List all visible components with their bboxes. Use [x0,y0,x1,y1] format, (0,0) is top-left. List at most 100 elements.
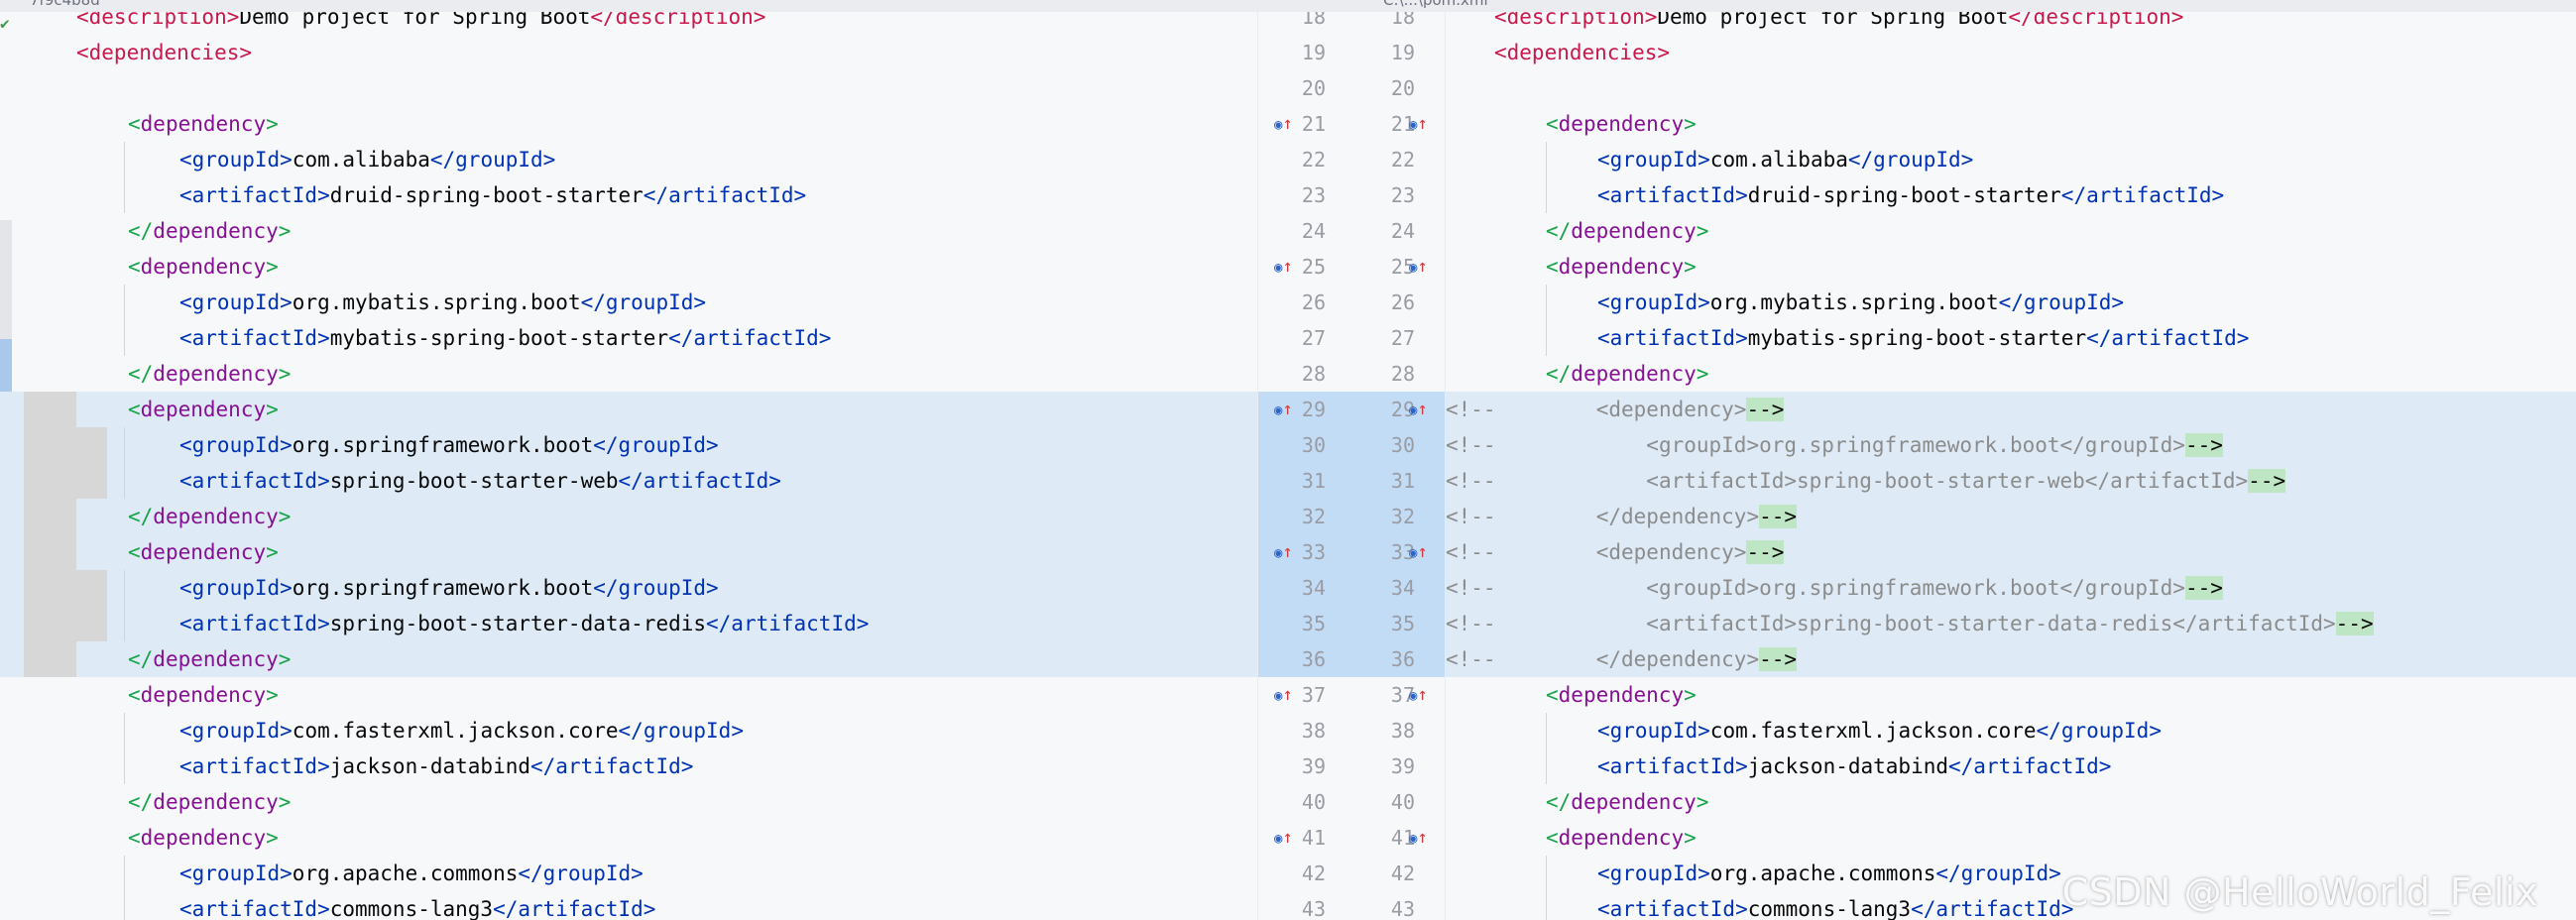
change-marker-icon[interactable]: ◉↑ [1274,685,1293,705]
right-code-line[interactable]: <dependency> [1446,249,2576,285]
right-code-line[interactable]: <dependencies> [1446,35,2576,70]
left-code-line[interactable]: </dependency> [0,499,1257,534]
left-code-line[interactable]: <artifactId>commons-lang3</artifactId> [0,891,1257,920]
right-code-line[interactable]: <!-- <dependency>--> [1446,534,2576,570]
right-code-line[interactable]: <!-- </dependency>--> [1446,641,2576,677]
right-code-line[interactable]: <!-- <artifactId>spring-boot-starter-dat… [1446,606,2576,641]
left-code-line[interactable]: <artifactId>jackson-databind</artifactId… [0,748,1257,784]
code-token: </ [1546,362,1572,386]
code-token: <artifactId> [179,183,330,207]
left-line-number: 25 [1301,255,1326,279]
right-code-line[interactable]: <artifactId>druid-spring-boot-starter</a… [1446,177,2576,213]
right-file-label[interactable]: C:\...\pom.xml [1383,0,1488,9]
right-code-line[interactable]: <dependency> [1446,820,2576,856]
left-code-text: </dependency> [128,356,291,392]
left-code-line[interactable]: <dependency> [0,392,1257,427]
left-code-text: <artifactId>commons-lang3</artifactId> [179,891,655,920]
change-marker-icon[interactable]: ◉↑ [1409,400,1428,419]
left-line-number: 24 [1301,219,1326,243]
left-code-line[interactable]: </dependency> [0,784,1257,820]
right-code-line[interactable]: <dependency> [1446,106,2576,142]
code-token: <artifactId> [179,612,330,635]
right-code-text: <artifactId>druid-spring-boot-starter</a… [1597,177,2224,213]
left-code-line[interactable]: <groupId>com.fasterxml.jackson.core</gro… [0,713,1257,748]
left-code-line[interactable]: <groupId>org.mybatis.spring.boot</groupI… [0,285,1257,320]
change-marker-icon[interactable]: ◉↑ [1409,828,1428,848]
left-code-line[interactable]: <artifactId>druid-spring-boot-starter</a… [0,177,1257,213]
code-token: dependency [1571,362,1697,386]
left-line-number: 19 [1301,41,1326,64]
change-marker-icon[interactable]: ◉↑ [1274,828,1293,848]
code-token: <dependency> [1495,398,1747,421]
change-marker-icon[interactable]: ◉↑ [1409,257,1428,277]
code-token: <dependencies> [1494,41,1671,64]
left-code-line[interactable]: <artifactId>spring-boot-starter-web</art… [0,463,1257,499]
left-code-text: <groupId>org.apache.commons</groupId> [179,856,644,891]
indent-guide [124,285,125,356]
code-token: <groupId> [179,576,293,600]
left-code-line[interactable]: </dependency> [0,641,1257,677]
right-code-line[interactable]: <artifactId>commons-lang3</artifactId> [1446,891,2576,920]
right-code-line[interactable]: <!-- <artifactId>spring-boot-starter-web… [1446,463,2576,499]
change-marker-icon[interactable]: ◉↑ [1409,542,1428,562]
left-code-line[interactable]: </dependency> [0,213,1257,249]
change-marker-icon[interactable]: ◉↑ [1274,400,1293,419]
left-code-line[interactable]: <dependency> [0,677,1257,713]
right-line-number: 20 [1390,76,1415,100]
right-code-line[interactable]: <!-- </dependency>--> [1446,499,2576,534]
left-code-text: <groupId>com.fasterxml.jackson.core</gro… [179,713,744,748]
change-marker-icon[interactable]: ◉↑ [1274,257,1293,277]
code-token: <groupId> [1597,148,1710,172]
right-code-line[interactable]: <groupId>com.alibaba</groupId> [1446,142,2576,177]
code-token: > [1696,790,1709,814]
right-code-line[interactable]: </dependency> [1446,784,2576,820]
left-code-line[interactable]: <groupId>org.springframework.boot</group… [0,427,1257,463]
code-token: </ [1546,219,1572,243]
left-code-line[interactable]: <dependency> [0,534,1257,570]
left-code-line[interactable] [0,70,1257,106]
left-code-text: <groupId>org.springframework.boot</group… [179,427,719,463]
change-marker-icon[interactable]: ◉↑ [1274,114,1293,134]
right-code-line[interactable]: <artifactId>jackson-databind</artifactId… [1446,748,2576,784]
code-token: > [1684,112,1697,136]
right-code-line[interactable]: <groupId>com.fasterxml.jackson.core</gro… [1446,713,2576,748]
left-diff-pane[interactable]: ✔ <description>Demo project for Spring B… [0,0,1257,920]
right-diff-pane[interactable]: <description>Demo project for Spring Boo… [1446,0,2576,920]
code-token: > [1696,219,1709,243]
change-marker-icon[interactable]: ◉↑ [1409,114,1428,134]
right-code-line[interactable]: <!-- <groupId>org.springframework.boot</… [1446,427,2576,463]
left-code-line[interactable]: <dependency> [0,249,1257,285]
left-code-line[interactable]: <groupId>org.apache.commons</groupId> [0,856,1257,891]
left-code-line[interactable]: <artifactId>mybatis-spring-boot-starter<… [0,320,1257,356]
right-code-line[interactable]: <groupId>org.apache.commons</groupId> [1446,856,2576,891]
left-file-label[interactable]: 7f9c4b8d [30,0,100,9]
code-token: <!-- [1446,505,1496,528]
left-code-line[interactable]: <artifactId>spring-boot-starter-data-red… [0,606,1257,641]
change-marker-icon[interactable]: ◉↑ [1409,685,1428,705]
right-code-line[interactable] [1446,70,2576,106]
change-marker-icon[interactable]: ◉↑ [1274,542,1293,562]
code-token: <artifactId> [1597,183,1748,207]
left-code-line[interactable]: <dependency> [0,106,1257,142]
left-line-number: 42 [1301,862,1326,885]
right-code-line[interactable]: </dependency> [1446,213,2576,249]
indent-guide [124,427,125,499]
right-code-line[interactable]: <!-- <groupId>org.springframework.boot</… [1446,570,2576,606]
right-code-text: <!-- <groupId>org.springframework.boot</… [1446,427,2223,463]
code-token: > [278,790,292,814]
code-token: > [266,826,279,850]
right-code-line[interactable]: <artifactId>mybatis-spring-boot-starter<… [1446,320,2576,356]
right-line-number: 28 [1390,362,1415,386]
left-code-text: <artifactId>spring-boot-starter-web</art… [179,463,781,499]
left-code-line[interactable]: </dependency> [0,356,1257,392]
right-code-line[interactable]: <!-- <dependency>--> [1446,392,2576,427]
left-code-line[interactable]: <groupId>com.alibaba</groupId> [0,142,1257,177]
left-code-line[interactable]: <dependencies> [0,35,1257,70]
right-code-line[interactable]: <dependency> [1446,677,2576,713]
right-code-line[interactable]: </dependency> [1446,356,2576,392]
right-code-line[interactable]: <groupId>org.mybatis.spring.boot</groupI… [1446,285,2576,320]
left-code-line[interactable]: <groupId>org.springframework.boot</group… [0,570,1257,606]
left-code-line[interactable]: <dependency> [0,820,1257,856]
